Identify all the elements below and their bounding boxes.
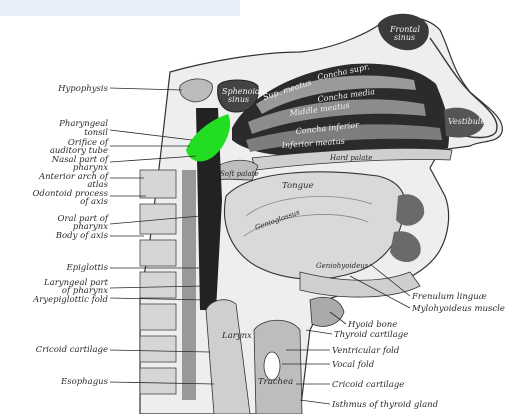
hard-palate-label: Hard palate xyxy=(329,154,372,162)
soft-palate-label: Soft palate xyxy=(220,170,259,178)
pharyngeal-tonsil-label-2: tonsil xyxy=(84,128,108,138)
aryepiglottic-fold-label: Aryepiglottic fold xyxy=(32,295,108,305)
tongue-label: Tongue xyxy=(282,181,314,191)
vocal-fold-label: Vocal fold xyxy=(332,360,375,370)
epiglottis-label: Epiglottis xyxy=(65,263,108,273)
ventricular-fold-label: Ventricular fold xyxy=(332,346,400,356)
vocal-fold-shape xyxy=(264,352,280,380)
thyroid-cartilage-label: Thyroid cartilage xyxy=(334,330,408,340)
odontoid-process-label-2: of axis xyxy=(80,197,109,207)
vestibule-label: Vestibule xyxy=(448,117,485,126)
frenulum-linguae-label: Frenulum linguæ xyxy=(411,292,487,302)
larynx-label: Larynx xyxy=(221,331,252,341)
top-band xyxy=(0,0,240,16)
geniohyoideus-label: Geniohyoideus xyxy=(316,262,369,270)
mylohyoideus-muscle-label: Mylohyoideus muscle xyxy=(411,304,505,314)
hyoid-bone-label: Hyoid bone xyxy=(347,320,397,330)
hypophysis-label: Hypophysis xyxy=(57,84,109,94)
cricoid-cartilage-left-label: Cricoid cartilage xyxy=(36,345,108,355)
trachea-label: Trachea xyxy=(258,377,293,387)
sphenoidal-sinus-label-2: sinus xyxy=(228,95,249,104)
cricoid-cartilage-right-label: Cricoid cartilage xyxy=(332,380,404,390)
body-of-axis-label: Body of axis xyxy=(55,231,109,241)
isthmus-thyroid-gland-label: Isthmus of thyroid gland xyxy=(331,400,439,410)
frontal-sinus-label-2: sinus xyxy=(394,33,415,42)
esophagus-label: Esophagus xyxy=(60,377,109,387)
